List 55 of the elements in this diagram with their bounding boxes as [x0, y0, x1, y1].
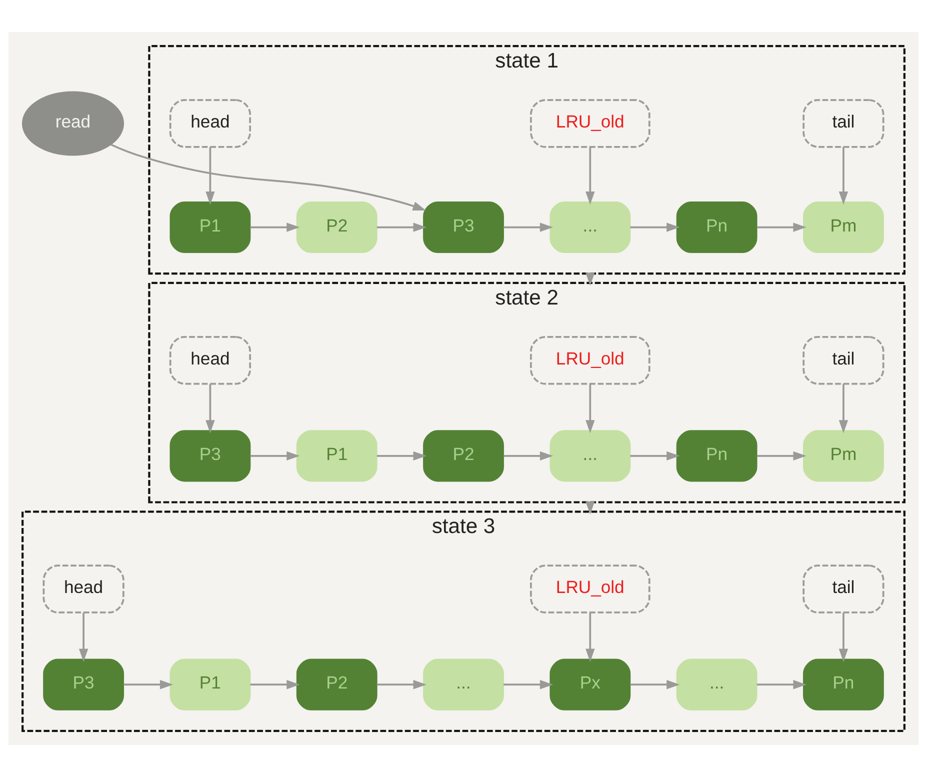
node-box: Pm	[803, 430, 884, 482]
node-box: head	[169, 335, 251, 384]
node-box: ...	[550, 430, 631, 482]
arrow	[504, 450, 554, 460]
arrow	[838, 612, 848, 662]
node-box: Pn	[676, 200, 758, 253]
node-box: P2	[423, 430, 504, 482]
arrow	[78, 612, 88, 662]
node-box: Pn	[803, 658, 884, 710]
node-box: P3	[170, 430, 251, 482]
node-box: LRU_old	[530, 98, 650, 148]
arrow	[206, 146, 215, 204]
arrow	[630, 680, 680, 689]
node-box: P2	[296, 658, 378, 710]
node-box: ...	[550, 200, 631, 253]
arrow	[838, 384, 848, 433]
node-box: ...	[423, 658, 504, 710]
arrow	[376, 680, 426, 689]
arrow	[630, 222, 680, 232]
node-box: P3	[423, 200, 504, 253]
arrow	[756, 680, 806, 689]
node-box: P2	[296, 200, 378, 253]
arrow	[756, 222, 806, 232]
node-box: P1	[170, 200, 251, 253]
node-box: Px	[550, 658, 631, 710]
arrow	[504, 222, 554, 232]
arrow	[250, 680, 300, 689]
node-ellipse: read	[22, 90, 124, 156]
arrow	[376, 222, 426, 232]
arrow	[630, 450, 680, 460]
node-box: P1	[170, 658, 251, 710]
arrow	[756, 450, 806, 460]
arrow	[376, 450, 426, 460]
arrow	[586, 384, 595, 433]
arrow	[124, 680, 174, 689]
arrow	[250, 450, 300, 460]
arrow	[206, 384, 215, 433]
node-box: tail	[802, 564, 884, 613]
node-box: Pn	[676, 430, 758, 482]
node-box: LRU_old	[530, 564, 650, 613]
node-box: LRU_old	[530, 335, 650, 384]
arrow	[586, 612, 595, 662]
node-box: ...	[676, 658, 758, 710]
node-box: head	[42, 564, 124, 613]
node-box: Pm	[803, 200, 884, 253]
node-box: tail	[802, 98, 884, 148]
node-box: P3	[43, 658, 124, 710]
node-box: P1	[296, 430, 378, 482]
arrow	[504, 680, 554, 689]
arrow	[838, 146, 848, 204]
node-box: head	[169, 98, 251, 148]
arrow	[586, 146, 595, 204]
node-box: tail	[802, 335, 884, 384]
arrow	[110, 143, 426, 210]
arrow	[250, 222, 300, 232]
